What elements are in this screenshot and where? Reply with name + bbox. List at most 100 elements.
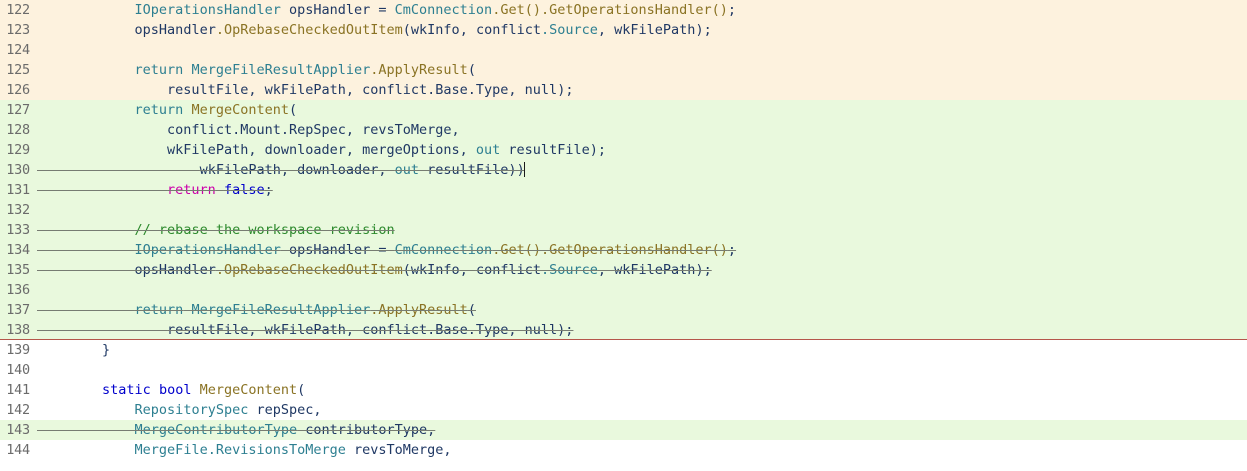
code-line[interactable]: 133 // rebase the workspace revision [0,220,1247,240]
code-line[interactable]: 125 return MergeFileResultApplier.ApplyR… [0,60,1247,80]
code-line[interactable]: 142 RepositorySpec repSpec, [0,400,1247,420]
code-token: , [459,22,476,38]
code-line-struck-content: MergeContributorType contributorType, [37,420,1247,440]
code-token: ; [264,182,273,198]
code-line[interactable]: 134 IOperationsHandler opsHandler = CmCo… [0,240,1247,260]
line-number: 127 [6,102,30,118]
code-token: ( [402,262,411,278]
code-token: MergeContent [191,102,290,118]
code-token: .ApplyResult [370,62,468,78]
line-number: 140 [6,362,30,378]
code-token: resultFile, wkFilePath, conflict.Base.Ty… [167,322,574,338]
code-line-content: static bool MergeContent( [37,380,1247,400]
code-token [37,182,167,198]
code-token: out [394,162,420,178]
code-token: opsHandler = [280,2,395,18]
line-number: 133 [6,222,30,238]
code-line[interactable]: 126 resultFile, wkFilePath, conflict.Bas… [0,80,1247,100]
line-number: 129 [6,142,30,158]
code-token: .Source [540,22,598,38]
code-line[interactable]: 144 MergeFile.RevisionsToMerge revsToMer… [0,440,1247,460]
code-line[interactable]: 137 return MergeFileResultApplier.ApplyR… [0,300,1247,320]
code-token: null [524,82,558,98]
code-token [37,262,135,278]
code-line[interactable]: 135 opsHandler.OpRebaseCheckedOutItem(wk… [0,260,1247,280]
code-token: MergeFileResultApplier [191,62,371,78]
code-token: CmConnection [394,2,493,18]
code-line[interactable]: 128 conflict.Mount.RepSpec, revsToMerge, [0,120,1247,140]
code-line[interactable]: 124 [0,40,1247,60]
code-token [37,2,135,18]
code-line-content: return MergeContent( [37,100,1247,120]
code-line[interactable]: 138 resultFile, wkFilePath, conflict.Bas… [0,320,1247,340]
code-token: , [459,262,476,278]
code-line[interactable]: 131 return false; [0,180,1247,200]
line-number: 125 [6,62,30,78]
code-token: return [167,182,216,198]
code-line[interactable]: 127 return MergeContent( [0,100,1247,120]
hunk-separator [0,339,1247,340]
code-line-content [37,280,1247,300]
line-number: 128 [6,122,30,138]
code-token: .GetOperationsHandler() [540,2,728,18]
line-number: 124 [6,42,30,58]
code-line[interactable]: 143 MergeContributorType contributorType… [0,420,1247,440]
code-line[interactable]: 122 IOperationsHandler opsHandler = CmCo… [0,0,1247,20]
code-token: wkFilePath [614,262,696,278]
code-token: MergeFileResultApplier [191,302,371,318]
text-cursor [523,162,525,177]
code-token: .GetOperationsHandler() [540,242,728,258]
line-number: 141 [6,382,30,398]
code-token: revsToMerge, [345,442,452,458]
code-token: resultFile)) [419,162,525,178]
code-token [37,162,200,178]
code-line[interactable]: 129 wkFilePath, downloader, mergeOptions… [0,140,1247,160]
code-line[interactable]: 123 opsHandler.OpRebaseCheckedOutItem(wk… [0,20,1247,40]
code-token: false [223,182,265,198]
code-token: wkInfo [410,262,460,278]
code-token: resultFile, wkFilePath, conflict.Base.Ty… [167,82,525,98]
code-token: .OpRebaseCheckedOutItem [215,22,403,38]
line-number: 123 [6,22,30,38]
code-line-content: MergeFile.RevisionsToMerge revsToMerge, [37,440,1247,460]
code-line-struck-content: resultFile, wkFilePath, conflict.Base.Ty… [37,320,1247,340]
code-token: .RevisionsToMerge [207,442,346,458]
line-number: 142 [6,402,30,418]
code-line[interactable]: 132 [0,200,1247,220]
line-number: 143 [6,422,30,438]
code-line[interactable]: 130 wkFilePath, downloader, out resultFi… [0,160,1247,180]
code-token: MergeContributorType [134,422,298,438]
code-token: .OpRebaseCheckedOutItem [215,262,403,278]
code-line[interactable]: 136 [0,280,1247,300]
line-number: 130 [6,162,30,178]
code-line[interactable]: 139 } [0,340,1247,360]
code-token: ( [297,382,306,398]
code-token: wkFilePath, downloader, mergeOptions, [167,142,476,158]
line-number: 137 [6,302,30,318]
code-token: .Get() [492,242,541,258]
code-token: repSpec, [248,402,322,418]
code-token: ( [467,62,476,78]
line-number: 122 [6,2,30,18]
code-token: ( [467,302,476,318]
code-token: conflict.Mount.RepSpec, revsToMerge, [167,122,460,138]
code-line[interactable]: 140 [0,360,1247,380]
code-token: .ApplyResult [370,302,468,318]
line-number: 138 [6,322,30,338]
code-token: // rebase the workspace revision [134,222,395,238]
code-token: ); [695,22,712,38]
code-token: return [134,302,184,318]
code-token: MergeFile [134,442,208,458]
line-number: 139 [6,342,30,358]
code-token [37,142,167,158]
code-token: resultFile); [500,142,606,158]
code-line-content: IOperationsHandler opsHandler = CmConnec… [37,0,1247,20]
code-token: , [597,262,615,278]
line-number: 135 [6,262,30,278]
code-token: contributorType, [297,422,436,438]
code-token: out [475,142,501,158]
code-token [37,242,135,258]
code-line[interactable]: 141 static bool MergeContent( [0,380,1247,400]
code-line-content: RepositorySpec repSpec, [37,400,1247,420]
